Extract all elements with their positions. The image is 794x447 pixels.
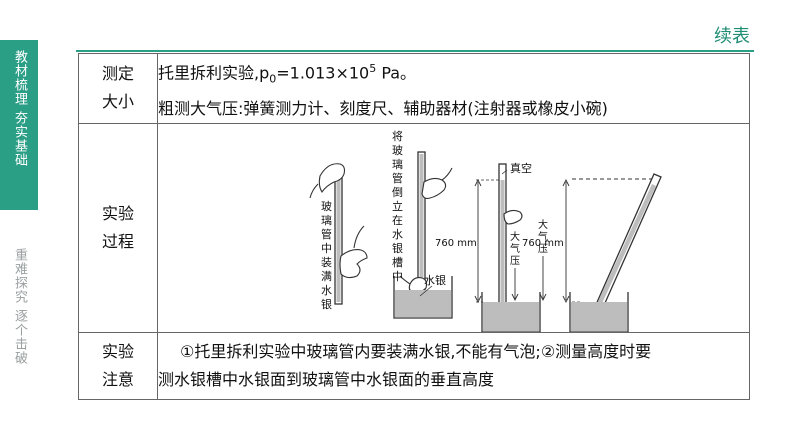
- table-row-notes: 实验 注意 ①托里拆利实验中玻璃管内要装满水银,不能有气泡;②测量高度时要 测水…: [78, 331, 750, 400]
- hand-icon: [318, 162, 346, 193]
- sidebar-tab-key-difficulties[interactable]: 重难探究 逐个击破: [0, 238, 38, 408]
- mercury-column-3: [500, 179, 505, 312]
- pressure-label-b: 大 气 压: [538, 218, 551, 255]
- sidebar-tab-label: 教材梳理 夯实基础: [12, 50, 27, 168]
- row-label-process: 实验 过程: [78, 122, 158, 333]
- step2-caption: 将 玻 璃 管 倒 立 在 水 银 槽 中: [392, 130, 407, 283]
- sidebar-tab-textbook-review[interactable]: 教材梳理 夯实基础: [0, 40, 38, 210]
- table-row-measure: 测定 大小 托里拆利实验,p0=1.013×105 Pa。 粗测大气压:弹簧测力…: [78, 53, 750, 124]
- continued-table-label: 续表: [714, 26, 750, 47]
- figure-invert-tube: 水银 将 玻 璃 管 倒 立 在 水 银 槽: [392, 130, 453, 319]
- figure-fill-tube: 玻 璃 管 中 装 满 水 银: [309, 162, 368, 311]
- trough-mercury-3: [483, 301, 539, 331]
- hand-icon: [339, 248, 368, 278]
- mercury-column-4: [595, 183, 656, 310]
- row-content-notes: ①托里拆利实验中玻璃管内要装满水银,不能有气泡;②测量高度时要 测水银槽中水银面…: [157, 331, 750, 400]
- table-row-process: 实验 过程 玻: [78, 122, 750, 333]
- mercury-column-1: [336, 173, 341, 302]
- row-content-process: 玻 璃 管 中 装 满 水 银: [157, 122, 750, 333]
- header-divider: [76, 50, 754, 52]
- height-label-b: 760 mm: [522, 238, 564, 249]
- row-label-notes: 实验 注意: [78, 331, 158, 400]
- trough-mercury-2: [395, 289, 451, 317]
- mercury-trough-2: [393, 275, 453, 319]
- sidebar-tab-label: 重难探究 逐个击破: [12, 248, 27, 366]
- height-label-a: 760 mm: [435, 238, 477, 249]
- mercury-column-2: [419, 153, 424, 298]
- pressure-label-a: 大 气 压: [510, 230, 523, 267]
- measure-line-1: 托里拆利实验,p0=1.013×105 Pa。: [158, 62, 417, 86]
- trough-mercury-4: [571, 301, 627, 331]
- row-content-measure: 托里拆利实验,p0=1.013×105 Pa。 粗测大气压:弹簧测力计、刻度尺、…: [157, 53, 750, 124]
- torricelli-diagram: 玻 璃 管 中 装 满 水 银: [309, 130, 662, 332]
- row-label-measure: 测定 大小: [78, 53, 158, 124]
- mercury-trough-3: [481, 291, 541, 332]
- notes-line-2: 测水银槽中水银面到玻璃管中水银面的垂直高度: [158, 369, 495, 389]
- experiment-table: 测定 大小 托里拆利实验,p0=1.013×105 Pa。 粗测大气压:弹簧测力…: [78, 53, 750, 400]
- hand-icon: [421, 177, 447, 199]
- mercury-trough-4: [569, 291, 629, 332]
- notes-line-1: ①托里拆利实验中玻璃管内要装满水银,不能有气泡;②测量高度时要: [180, 341, 652, 361]
- step1-caption: 玻 璃 管 中 装 满 水 银: [321, 200, 336, 311]
- vacuum-label: 真空: [510, 161, 532, 175]
- measure-line-2: 粗测大气压:弹簧测力计、刻度尺、辅助器材(注射器或橡皮小碗): [158, 98, 608, 118]
- figure-vacuum-result: 真空 760 mm 大 气 压: [435, 161, 541, 332]
- figure-tilted-tube: 760 mm 大 气 压: [522, 172, 662, 332]
- hand-icon: [503, 209, 523, 225]
- mercury-label: 水银: [424, 273, 446, 287]
